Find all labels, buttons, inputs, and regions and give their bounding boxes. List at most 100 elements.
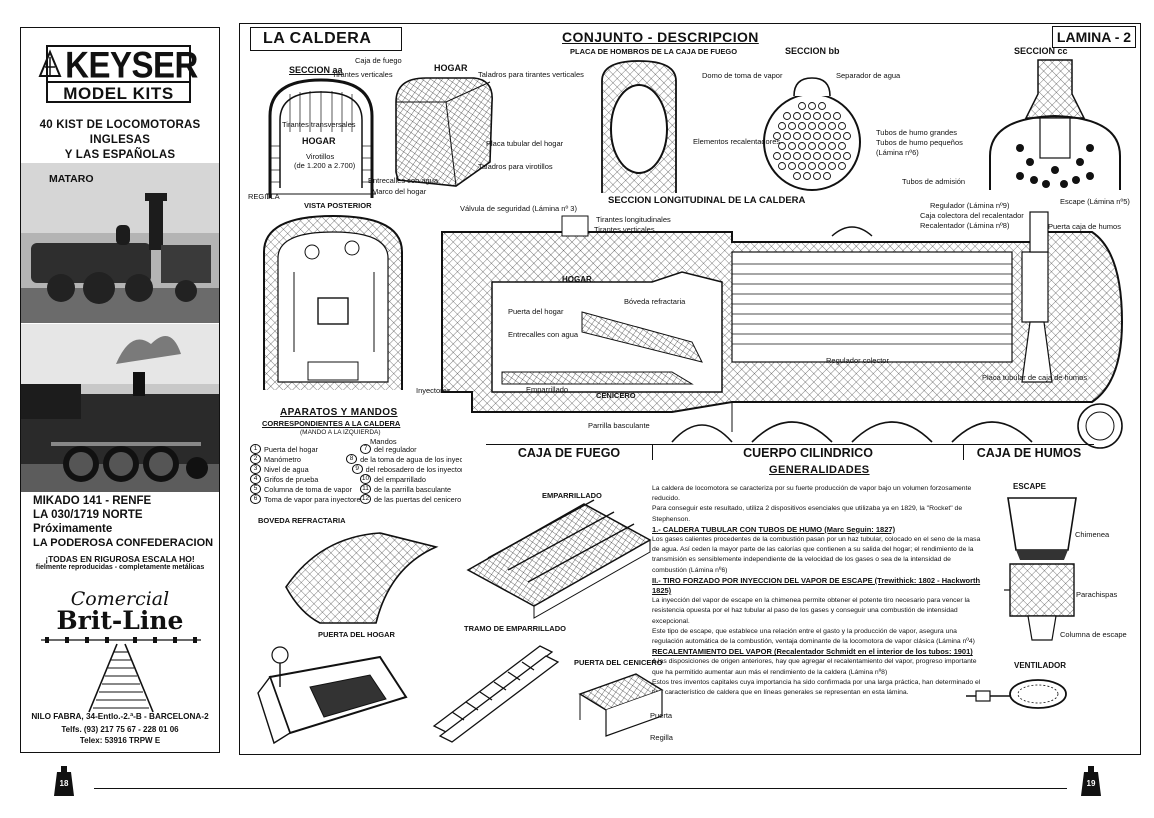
- label-entrecalles2: Entrecalles con agua: [508, 330, 579, 339]
- aparato-right: de la parrilla basculante: [374, 484, 452, 494]
- page-marker-right: 19: [1080, 766, 1102, 796]
- aparato-number-right: 10: [360, 474, 371, 484]
- smoke-tube-icon: [808, 162, 816, 170]
- smoke-tube-icon: [803, 172, 811, 180]
- smoke-tube-icon: [843, 132, 851, 140]
- aparato-number-right: 11: [360, 484, 371, 494]
- tramo-drawing: [432, 645, 560, 743]
- aparato-right: de la toma de agua de los inyectores: [360, 454, 462, 464]
- smoke-tube-icon: [783, 132, 791, 140]
- smoke-tube-icon: [828, 122, 836, 130]
- smoke-tube-icon: [778, 142, 786, 150]
- aparato-number: 1: [250, 444, 261, 454]
- mandos-word: Mandos: [370, 437, 397, 446]
- label-puerta-humos: Puerta caja de humos: [1048, 222, 1121, 231]
- aparato-left: Columna de toma de vapor: [264, 484, 353, 494]
- smoke-tube-icon: [833, 152, 841, 160]
- label-taladros-virotillos: Taladros para virotillos: [478, 162, 553, 171]
- smoke-tube-icon: [798, 122, 806, 130]
- smoke-tube-icon: [818, 162, 826, 170]
- smoke-tube-icon: [773, 152, 781, 160]
- smoke-tube-icon: [803, 112, 811, 120]
- smoke-tube-icon: [798, 142, 806, 150]
- label-domo: Domo de toma de vapor: [702, 71, 783, 80]
- vista-posterior-drawing: [263, 214, 403, 390]
- generalidades-heading: 1.- CALDERA TUBULAR CON TUBOS DE HUMO (M…: [652, 524, 896, 534]
- ventilador-drawing: [966, 679, 1067, 709]
- label-tirantes-vert2: Tirantes verticales: [594, 225, 655, 234]
- label-regula-colector: Regulador colector: [826, 356, 889, 365]
- smoke-tube-icon: [793, 172, 801, 180]
- boveda-title: BOVEDA REFRACTARIA: [258, 516, 346, 525]
- section-aa-drawing: [266, 78, 376, 198]
- shop-name-2: Brit-Line: [56, 606, 184, 635]
- aparato-number-right: 8: [346, 454, 358, 464]
- section-bb-drawing: [763, 77, 861, 191]
- label-regilla2: Regilla: [650, 733, 673, 742]
- coming-soon: Próximamente: [33, 523, 113, 535]
- mataro-photo: MATARO: [21, 163, 219, 323]
- label-marco-hogar: Marco del hogar: [372, 187, 427, 196]
- smoke-tube-icon: [828, 142, 836, 150]
- placa-hombros-drawing: [601, 60, 677, 193]
- label-tubos-grandes: Tubos de humo grandes: [876, 128, 958, 137]
- emparrillado-drawing: [466, 499, 652, 619]
- page-marker-icon: [54, 766, 74, 796]
- puerta-cenicero-title: PUERTA DEL CENICERO: [574, 658, 663, 667]
- smoke-tube-icon: [803, 152, 811, 160]
- aparato-left: Grifos de prueba: [264, 474, 319, 484]
- label-regilla: REGILLA: [248, 192, 280, 201]
- aparato-right: del rebosadero de los inyectores: [365, 464, 462, 474]
- aparato-left: Toma de vapor para inyectores: [264, 494, 360, 504]
- model-1: MIKADO 141 - RENFE: [33, 495, 152, 507]
- label-separador: Separador de agua: [836, 71, 901, 80]
- aparato-number-right: 9: [351, 464, 363, 474]
- mikado-photo: [21, 324, 219, 492]
- hogar-label-aa: HOGAR: [302, 136, 336, 146]
- label-placa-tubular: Placa tubular del hogar: [486, 139, 564, 148]
- generalidades-paragraph: La inyección del vapor de escape en la c…: [652, 597, 970, 625]
- aparato-number: 2: [250, 454, 261, 464]
- coming-model: LA PODEROSA CONFEDERACION: [33, 537, 214, 549]
- scale-note: ¡TODAS EN RIGUROSA ESCALA HO!: [45, 554, 195, 564]
- smoke-tube-icon: [793, 112, 801, 120]
- label-parrilla: Parrilla basculante: [588, 421, 650, 430]
- label-columna-escape: Columna de escape: [1060, 630, 1127, 639]
- page-marker-left: 18: [53, 766, 75, 796]
- brand-sub: MODEL KITS: [63, 84, 174, 103]
- generalidades-heading: RECALENTAMIENTO DEL VAPOR (Recalentador …: [652, 647, 973, 657]
- label-puerta: Puerta: [650, 711, 673, 720]
- escape-title: ESCAPE: [1013, 482, 1046, 491]
- smoke-tube-icon: [838, 122, 846, 130]
- aparato-number-right: 12: [360, 494, 371, 504]
- smoke-tube-icon: [788, 122, 796, 130]
- smoke-tube-icon: [828, 162, 836, 170]
- smoke-tube-icon: [838, 142, 846, 150]
- smoke-tube-icon: [808, 122, 816, 130]
- tagline-3: Y LAS ESPAÑOLAS: [64, 149, 176, 161]
- generalidades-heading: II.- TIRO FORZADO POR INYECCION DEL VAPO…: [652, 575, 981, 596]
- emparrillado-title: EMPARRILLADO: [542, 491, 602, 500]
- smoke-tube-icon: [793, 132, 801, 140]
- band-cuerpo-cilindrico: CUERPO CILINDRICO: [652, 444, 964, 460]
- label-puerta-del-hogar: Puerta del hogar: [508, 307, 564, 316]
- hogar-long-label: HOGAR: [562, 275, 592, 284]
- scale-note-2: fielmente reproducidas - completamente m…: [35, 564, 205, 571]
- smoke-tube-icon: [778, 162, 786, 170]
- model-2: LA 030/1719 NORTE: [33, 509, 143, 521]
- aparato-left: Puerta del hogar: [264, 444, 318, 454]
- label-escape-l5: Escape (Lámina nº5): [1060, 197, 1130, 206]
- smoke-tube-icon: [798, 162, 806, 170]
- aparato-number: 6: [250, 494, 261, 504]
- label-boveda-refr: Bóveda refractaria: [624, 297, 686, 306]
- label-inyectores: Inyectores: [416, 386, 451, 395]
- smoke-tube-icon: [788, 142, 796, 150]
- telex: Telex: 53916 TRPW E: [79, 736, 161, 745]
- page-number-left: 18: [59, 779, 69, 788]
- label-elementos: Elementos recalentadores: [693, 137, 781, 146]
- shop-name-1: Comercial: [70, 588, 170, 610]
